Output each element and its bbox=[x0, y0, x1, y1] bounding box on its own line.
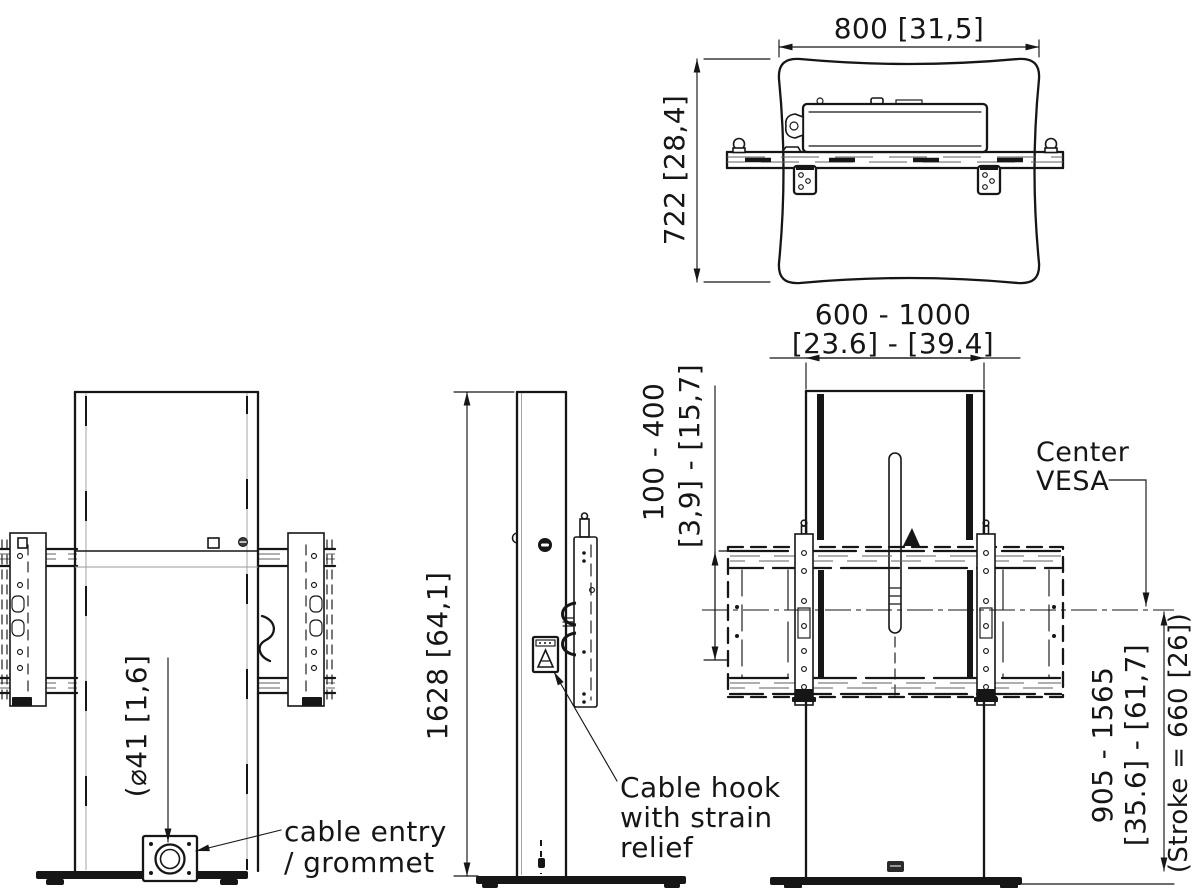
dim-text-tv-width-mm: 600 - 1000 bbox=[815, 298, 972, 331]
center-vesa-line2: VESA bbox=[1036, 466, 1109, 497]
cable-hook-line3: relief bbox=[620, 831, 694, 864]
cable-hook-lower bbox=[561, 631, 577, 657]
base-plate-vesa bbox=[770, 877, 1175, 888]
rail-hook-left bbox=[781, 146, 802, 153]
rail-end-knob-right bbox=[1044, 137, 1058, 154]
dimension-vesa-range: 100 - 400 [3,9] - [15,7] bbox=[637, 364, 729, 661]
cable-entry-label: cable entry / grommet bbox=[195, 815, 447, 879]
tv-frame-verticals bbox=[735, 569, 1056, 678]
vesa-bracket-right-end bbox=[207, 532, 337, 707]
cable-entry-line2: / grommet bbox=[284, 846, 435, 879]
dim-text-vesa-range-in: [3,9] - [15,7] bbox=[673, 364, 706, 548]
front-view: (⌀41 [1,6] cable entry / grommet bbox=[0, 390, 447, 885]
dim-text-height-range-in: [35.6] - [61,7] bbox=[1119, 644, 1152, 846]
mount-rail-upper bbox=[728, 549, 1063, 570]
dim-text-stroke: (Stroke = 660 [26]) bbox=[1164, 613, 1194, 873]
pointer-triangle bbox=[903, 528, 920, 546]
lift-column-lower bbox=[804, 695, 986, 879]
dimension-width-800: 800 [31,5] bbox=[778, 12, 1040, 58]
cable-entry-line1: cable entry bbox=[284, 815, 447, 848]
lift-rail-right bbox=[966, 394, 973, 540]
dim-text-800: 800 [31,5] bbox=[834, 12, 985, 45]
lift-carriage-top bbox=[784, 97, 989, 154]
dimension-grommet-diameter: (⌀41 [1,6] bbox=[120, 655, 172, 843]
cable-hook-label: Cable hook with strain relief bbox=[553, 671, 781, 864]
top-view: 800 [31,5] 722 [28,4] bbox=[658, 12, 1065, 285]
motor-connector bbox=[784, 113, 804, 139]
latch-left bbox=[17, 537, 28, 549]
cable-hook-upper bbox=[561, 601, 577, 627]
vesa-strip-right bbox=[974, 519, 998, 706]
vesa-view: 600 - 1000 [23.6] - [39.4] 100 - 400 [3,… bbox=[637, 298, 1194, 888]
top-tab-small bbox=[870, 97, 884, 105]
dimension-height-range: 905 - 1565 [35.6] - [61,7] (Stroke = 660… bbox=[1086, 611, 1194, 873]
warning-label bbox=[531, 635, 560, 674]
top-tab-wide bbox=[895, 99, 923, 105]
vesa-bracket-left-end bbox=[0, 532, 79, 707]
rear-bracket-side bbox=[561, 512, 598, 708]
cable-squiggle bbox=[258, 614, 275, 663]
cable-hook-line1: Cable hook bbox=[620, 771, 781, 804]
dim-text-tv-width-in: [23.6] - [39.4] bbox=[792, 327, 994, 360]
latch-right bbox=[207, 537, 220, 549]
base-plate-side bbox=[453, 875, 686, 888]
mount-rail-top bbox=[725, 137, 1065, 170]
dimension-depth-722: 722 [28,4] bbox=[658, 58, 771, 283]
dim-text-1628: 1628 [64,1] bbox=[421, 572, 454, 741]
dim-text-722: 722 [28,4] bbox=[658, 95, 691, 246]
dimension-tv-width: 600 - 1000 [23.6] - [39.4] bbox=[769, 298, 1021, 390]
center-vesa-line1: Center bbox=[1036, 437, 1130, 468]
tv-outline-dashed bbox=[726, 545, 1065, 699]
vesa-strip-left bbox=[792, 519, 816, 706]
dimension-height-1628: 1628 [64,1] bbox=[421, 391, 515, 877]
bracket-plate-left bbox=[792, 164, 818, 196]
center-slot bbox=[888, 452, 902, 634]
cable-grommet bbox=[141, 834, 199, 883]
lift-column-side bbox=[511, 390, 568, 878]
side-view: 1628 [64,1] Cable hook with strain relie… bbox=[421, 390, 781, 888]
bracket-pin bbox=[579, 518, 590, 538]
warning-triangle bbox=[536, 648, 555, 668]
baseplate-outline bbox=[777, 57, 1041, 285]
top-screw bbox=[816, 97, 824, 105]
bracket-plate-right bbox=[976, 164, 1002, 196]
mount-rail-lower bbox=[728, 676, 1063, 696]
dim-text-diameter: (⌀41 [1,6] bbox=[120, 655, 153, 798]
dim-text-vesa-range-mm: 100 - 400 bbox=[637, 383, 670, 521]
lift-rail-left bbox=[817, 394, 824, 540]
lift-column-upper bbox=[804, 389, 986, 697]
dim-text-height-range-mm: 905 - 1565 bbox=[1086, 667, 1119, 824]
lift-column-front bbox=[73, 390, 260, 873]
side-bump bbox=[511, 532, 518, 544]
cable-hook-line2: with strain bbox=[620, 801, 772, 834]
rail-end-knob-left bbox=[732, 137, 746, 154]
center-vesa-label: Center VESA bbox=[1036, 437, 1150, 607]
